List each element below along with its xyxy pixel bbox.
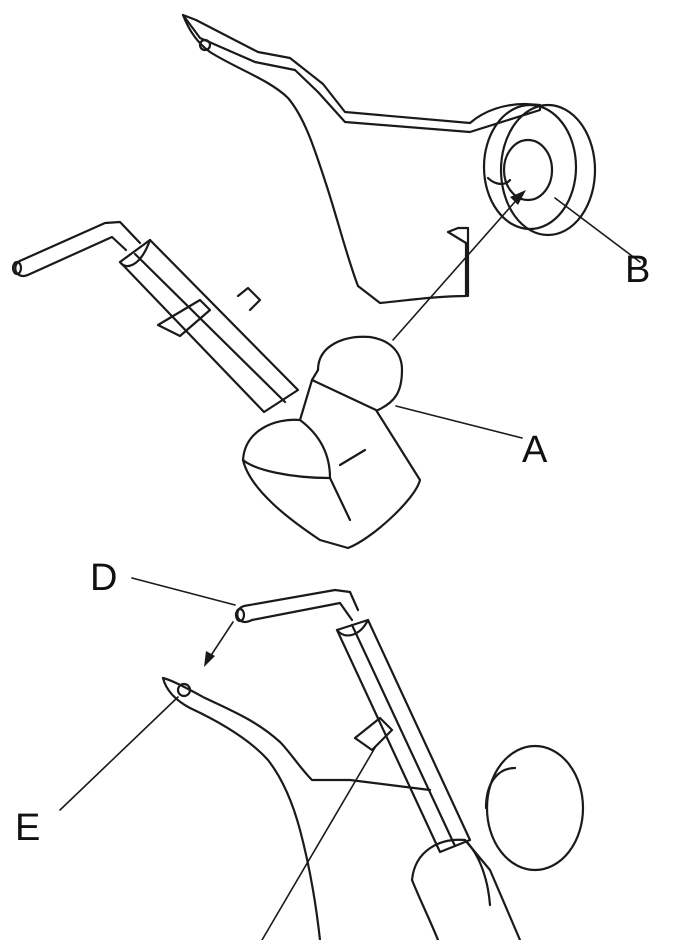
arrow-d-to-e xyxy=(204,621,234,667)
pin-rod-bottom xyxy=(234,588,360,624)
cylinder-a xyxy=(310,335,404,412)
pin-rod-top xyxy=(11,220,142,278)
sleeve-bottom xyxy=(335,618,472,854)
bracket-plate-bottom xyxy=(161,676,432,940)
pivot-hole-e-icon xyxy=(176,682,192,698)
leader-bottom xyxy=(261,745,377,940)
label-e: E xyxy=(15,807,40,849)
leader-d xyxy=(131,577,236,606)
arrow-a-to-b xyxy=(392,190,526,341)
label-b: B xyxy=(625,249,650,291)
leader-a xyxy=(395,405,523,439)
tab-bottom xyxy=(353,716,394,752)
sleeve-top xyxy=(118,238,300,414)
pivot-hole-icon xyxy=(198,38,212,52)
leader-e xyxy=(59,696,179,811)
base-block-bottom xyxy=(410,744,585,940)
bracket-plate xyxy=(181,13,542,305)
label-a: A xyxy=(522,429,548,471)
tab-top xyxy=(156,286,262,338)
leader-b xyxy=(554,197,641,263)
base-block-top xyxy=(241,378,422,550)
label-d: D xyxy=(90,557,117,599)
bearing-ring-b xyxy=(482,103,597,237)
